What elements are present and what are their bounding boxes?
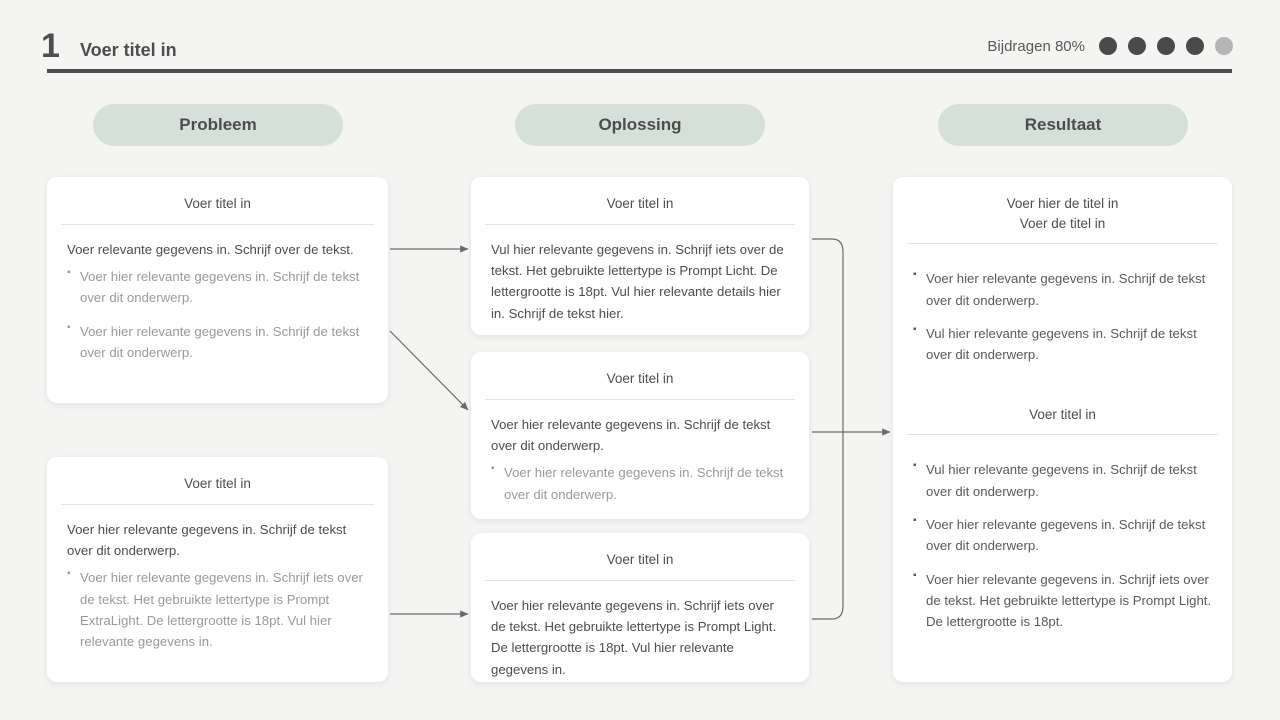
list-item: Voer hier relevante gegevens in. Schrijf…: [67, 566, 368, 653]
card-paragraph: Voer hier relevante gegevens in. Schrijf…: [67, 521, 347, 558]
card-bullet-list: Voer hier relevante gegevens in. Schrijf…: [913, 267, 1212, 366]
card-probleem-2[interactable]: Voer titel in Voer hier relevante gegeve…: [47, 457, 388, 682]
arrow-problem1-to-solution2: [389, 330, 469, 411]
list-item: Vul hier relevante gegevens in. Schrijf …: [913, 322, 1212, 366]
card-probleem-1[interactable]: Voer titel in Voer relevante gegevens in…: [47, 177, 388, 403]
header-divider: [47, 69, 1232, 73]
progress-dot-1[interactable]: [1099, 37, 1117, 55]
card-oplossing-3[interactable]: Voer titel in Voer hier relevante gegeve…: [471, 533, 809, 682]
card-paragraph: Vul hier relevante gegevens in. Schrijf …: [491, 241, 784, 321]
progress-dot-5[interactable]: [1215, 37, 1233, 55]
card-title-line-1: Voer hier de titel in: [1006, 196, 1119, 211]
card-divider: [485, 398, 795, 400]
card-divider: [907, 434, 1218, 436]
card-body: Voer relevante gegevens in. Schrijf over…: [47, 225, 388, 380]
card-oplossing-1[interactable]: Voer titel in Vul hier relevante gegeven…: [471, 177, 809, 335]
list-item: Vul hier relevante gegevens in. Schrijf …: [913, 458, 1212, 502]
card-title: Voer hier de titel in Voer de titel in: [893, 177, 1232, 243]
card-divider: [485, 223, 795, 225]
column-header-oplossing[interactable]: Oplossing: [515, 104, 765, 146]
card-bullet-list: Vul hier relevante gegevens in. Schrijf …: [913, 458, 1212, 633]
progress-dot-3[interactable]: [1157, 37, 1175, 55]
progress-dot-4[interactable]: [1186, 37, 1204, 55]
card-title: Voer titel in: [606, 371, 674, 386]
contribution-label: Bijdragen 80%: [987, 37, 1085, 55]
list-item: Voer hier relevante gegevens in. Schrijf…: [67, 320, 368, 364]
card-title: Voer titel in: [1029, 406, 1096, 422]
card-divider: [61, 223, 374, 225]
card-body: Vul hier relevante gegevens in. Schrijf …: [893, 435, 1232, 643]
card-bullet-list: Voer hier relevante gegevens in. Schrijf…: [67, 566, 368, 653]
slide-header: 1 Voer titel in Bijdragen 80%: [0, 0, 1280, 80]
card-body: Voer hier relevante gegevens in. Schrijf…: [471, 581, 809, 703]
card-paragraph: Voer relevante gegevens in. Schrijf over…: [67, 241, 354, 257]
card-paragraph: Voer hier relevante gegevens in. Schrijf…: [491, 416, 771, 453]
bracket-solutions: [812, 238, 844, 620]
card-body: Vul hier relevante gegevens in. Schrijf …: [471, 225, 809, 347]
card-divider: [907, 243, 1218, 245]
list-item: Voer hier relevante gegevens in. Schrijf…: [913, 568, 1212, 633]
progress-dot-2[interactable]: [1128, 37, 1146, 55]
contribution-indicator: Bijdragen 80%: [987, 37, 1233, 55]
list-item: Voer hier relevante gegevens in. Schrijf…: [67, 265, 368, 309]
card-body: Voer hier relevante gegevens in. Schrijf…: [47, 505, 388, 669]
card-title: Voer titel in: [184, 196, 251, 211]
card-bullet-list: Voer hier relevante gegevens in. Schrijf…: [491, 461, 789, 505]
page-title: Voer titel in: [80, 40, 177, 60]
list-item: Voer hier relevante gegevens in. Schrijf…: [913, 513, 1212, 557]
card-bullet-list: Voer hier relevante gegevens in. Schrijf…: [67, 265, 368, 364]
card-title: Voer titel in: [606, 196, 674, 211]
card-paragraph: Voer hier relevante gegevens in. Schrijf…: [491, 597, 777, 677]
card-resultaat[interactable]: Voer hier de titel in Voer de titel in V…: [893, 177, 1232, 682]
card-oplossing-2[interactable]: Voer titel in Voer hier relevante gegeve…: [471, 352, 809, 519]
card-title: Voer titel in: [184, 476, 251, 491]
list-item: Voer hier relevante gegevens in. Schrijf…: [491, 461, 789, 505]
card-body: Voer hier relevante gegevens in. Schrijf…: [893, 244, 1232, 376]
resultaat-section-2: Voer titel in Vul hier relevante gegeven…: [893, 388, 1232, 643]
column-header-resultaat[interactable]: Resultaat: [938, 104, 1188, 146]
slide-number: 1: [41, 27, 60, 65]
card-divider: [61, 503, 374, 505]
card-title-line-2: Voer de titel in: [1019, 215, 1106, 231]
card-body: Voer hier relevante gegevens in. Schrijf…: [471, 400, 809, 522]
card-divider: [485, 579, 795, 581]
list-item: Voer hier relevante gegevens in. Schrijf…: [913, 267, 1212, 311]
resultaat-section-1: Voer hier de titel in Voer de titel in V…: [893, 177, 1232, 376]
column-header-probleem[interactable]: Probleem: [93, 104, 343, 146]
card-title: Voer titel in: [606, 552, 674, 567]
